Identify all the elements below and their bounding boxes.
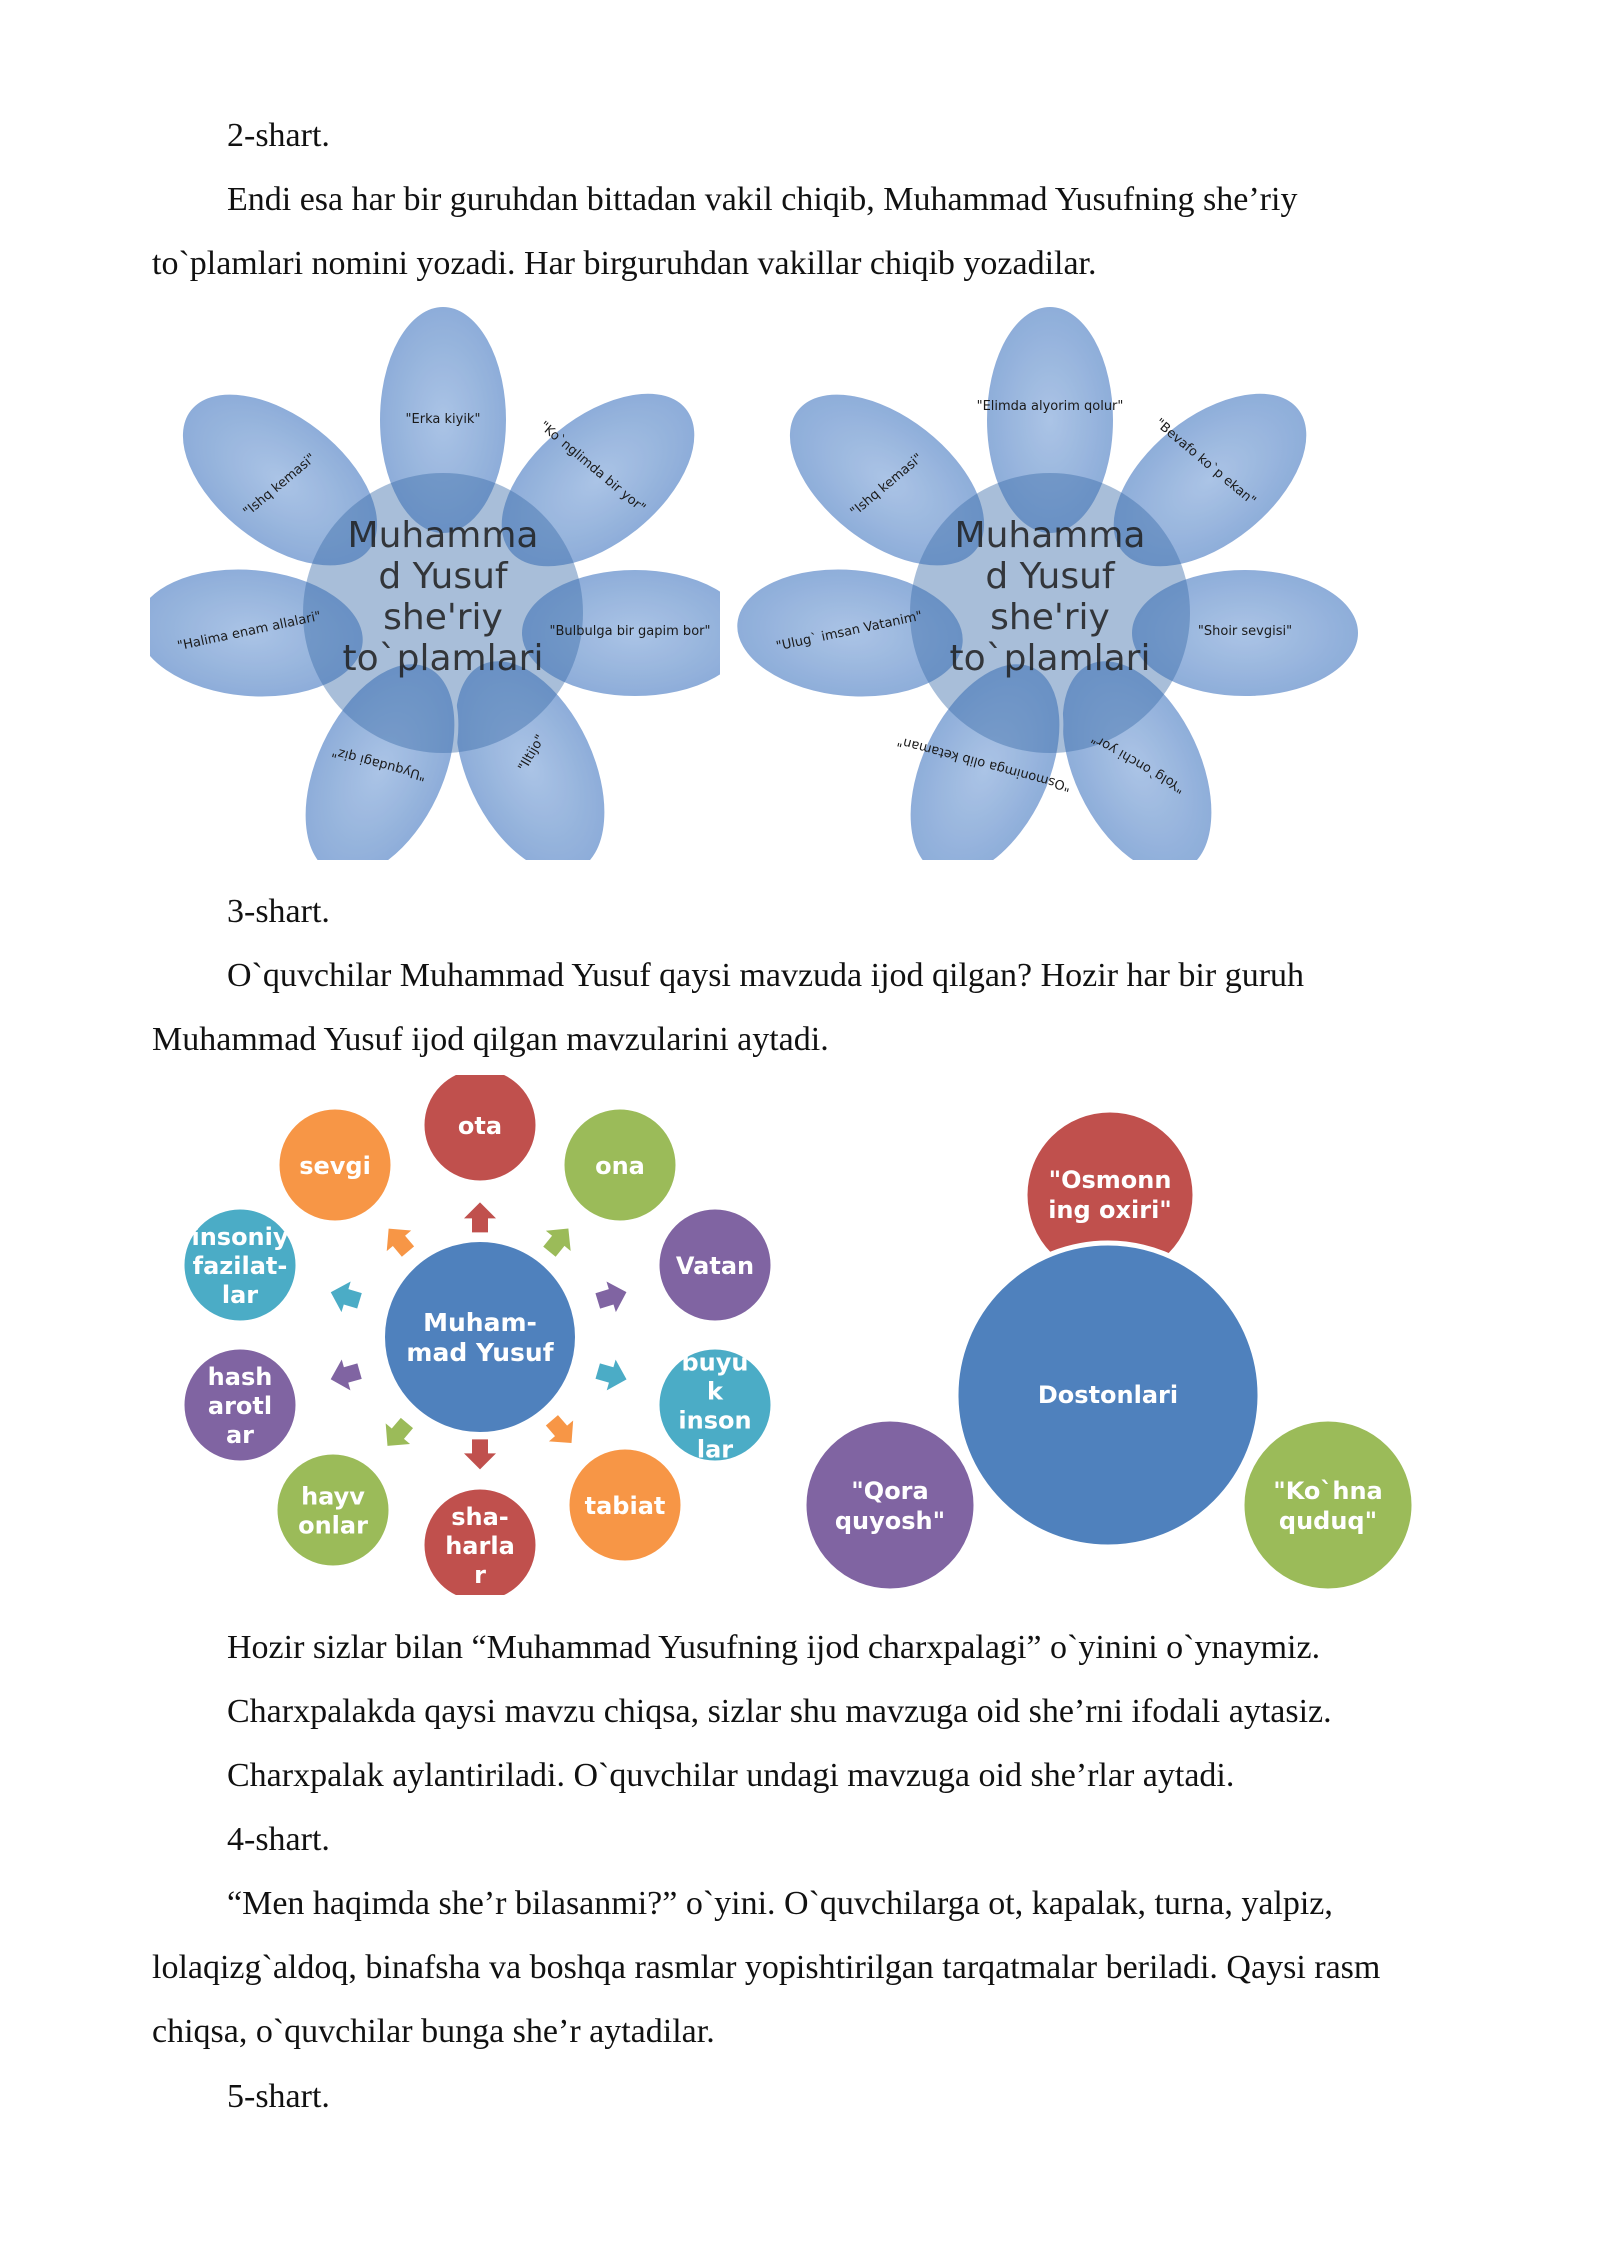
theme-node-8-label: hash [208,1363,273,1391]
theme-node-1-label: ota [458,1112,502,1140]
section-text-4: “Men haqimda she’r bilasanmi?” o`yini. O… [152,1885,1381,2050]
theme-node-7-label: hayv [301,1483,365,1511]
game-line-2: Charxpalakda qaysi mavzu chiqsa, sizlar … [227,1693,1332,1730]
arrow-10 [386,1228,415,1257]
theme-node-2-label: ona [595,1152,645,1180]
theme-node-9-label: lar [222,1281,258,1309]
theme-node-5 [564,1444,686,1566]
theme-node-4 [654,1344,776,1466]
theme-node-5-label: tabiat [585,1492,666,1520]
theme-node-4-label: k [707,1378,724,1406]
game-line-3: Charxpalak aylantiriladi. O`quvchilar un… [227,1757,1235,1794]
section-text-2: Endi esa har bir guruhdan bittadan vakil… [152,181,1298,282]
theme-node-6-label: r [474,1561,486,1589]
theme-node-10 [274,1104,396,1226]
flower-1-center-line-3: she'riy [383,597,503,638]
theme-node-6-label: harla [445,1532,515,1560]
section-title-5: 5-shart. [227,2078,330,2115]
arrow-9 [330,1281,362,1313]
section-title-3: 3-shart. [227,893,330,930]
arrow-4 [595,1359,627,1391]
petal-5 [301,660,459,860]
theme-node-8-label: arotl [208,1392,272,1420]
theme-node-2 [559,1104,681,1226]
theme-node-8 [179,1344,301,1466]
section-title-2: 2-shart. [227,117,330,154]
petal-label-3: "Shoir sevgisi" [1198,624,1292,639]
petal-label-1: "Elimda alyorim qolur" [977,399,1124,414]
petal-1 [983,305,1117,537]
petal-7 [178,390,382,570]
petal-3 [518,566,720,700]
doston-left-line-1: "Qora [851,1477,928,1505]
section-text-3-line-1: O`quvchilar Muhammad Yusuf qaysi mavzuda… [227,957,1305,994]
doston-left-circle [801,1416,979,1594]
theme-node-6 [419,1484,541,1595]
doston-top-line-2: ing oxiri" [1048,1196,1172,1224]
petal-2 [1109,389,1311,571]
theme-node-4-label: buyu [682,1349,749,1377]
flower-1-center-line-4: to`plamlari [343,638,544,679]
theme-node-3-label: Vatan [676,1252,754,1280]
game-line-1: Hozir sizlar bilan “Muhammad Yusufning i… [227,1629,1321,1666]
flower-2-center-line-2: d Yusuf [985,556,1116,597]
section-title-4: 4-shart. [227,1821,330,1858]
flower-2-petals [733,305,1362,860]
doston-left-line-2: quyosh" [835,1507,945,1535]
flower-2-center-line-1: Muhamma [955,515,1146,556]
arrow-2 [543,1228,571,1257]
petal-6 [733,565,967,701]
doston-right-line-1: "Ko`hna [1273,1477,1383,1505]
arrow-3 [595,1281,627,1313]
cycle-center-line-2: mad Yusuf [406,1338,554,1367]
section-text-3-line-2: Muhammad Yusuf ijod qilgan mavzularini a… [152,1021,829,1058]
theme-node-3 [654,1204,776,1326]
flower-1-petals [150,305,720,860]
cycle-center-circle [379,1236,581,1438]
petal-3 [1128,566,1362,700]
dostonlar-diagram: "Osmonn ing oxiri" Dostonlari "Qora quyo… [790,1090,1430,1600]
flower-2-center [910,473,1190,753]
flower-2-center-line-4: to`plamlari [950,638,1151,679]
petal-label-1: "Erka kiyik" [406,412,481,427]
flower-1-center-line-2: d Yusuf [378,556,509,597]
flower-1-center [303,473,583,753]
flower-diagram-2: "Elimda alyorim qolur" "Bevafo ko`p ekan… [725,305,1365,860]
petal-5 [906,660,1064,860]
theme-node-9-label: fazilat- [193,1252,288,1280]
petal-4 [1058,657,1216,860]
flower-2-center-line-3: she'riy [990,597,1110,638]
theme-node-9 [179,1204,301,1326]
theme-node-7 [272,1449,394,1571]
arrow-6 [464,1439,496,1470]
theme-node-4-label: inson [678,1407,751,1435]
dostonlar-center-circle [953,1240,1263,1550]
arrow-7 [385,1417,414,1446]
theme-node-7-label: onlar [298,1512,368,1540]
dostonlar-center-label: Dostonlari [1038,1381,1178,1409]
doston-right-circle [1239,1416,1417,1594]
theme-node-8-label: ar [226,1421,254,1449]
doston-right-line-2: quduq" [1279,1507,1377,1535]
petal-1 [376,305,510,537]
petal-7 [785,390,989,570]
theme-node-6-label: sha- [451,1503,509,1531]
flower-diagram-1: "Erka kiyik" "Ko`nglimda bir yor" "Bulbu… [150,305,720,860]
doston-top-line-1: "Osmonn [1049,1166,1172,1194]
cycle-center-line-1: Muham- [423,1308,537,1337]
petal-label-3: "Bulbulga bir gapim bor" [550,624,711,639]
petal-2 [497,389,699,571]
theme-node-1 [419,1075,541,1186]
arrow-5 [545,1415,574,1444]
theme-node-9-label: insoniy [191,1223,288,1251]
theme-node-4-label: lar [697,1436,733,1464]
arrow-8 [330,1359,362,1391]
theme-node-10-label: sevgi [299,1152,371,1180]
arrow-1 [464,1202,496,1233]
petal-6 [150,565,367,701]
flower-1-center-line-1: Muhamma [348,515,539,556]
petal-4 [451,657,609,860]
